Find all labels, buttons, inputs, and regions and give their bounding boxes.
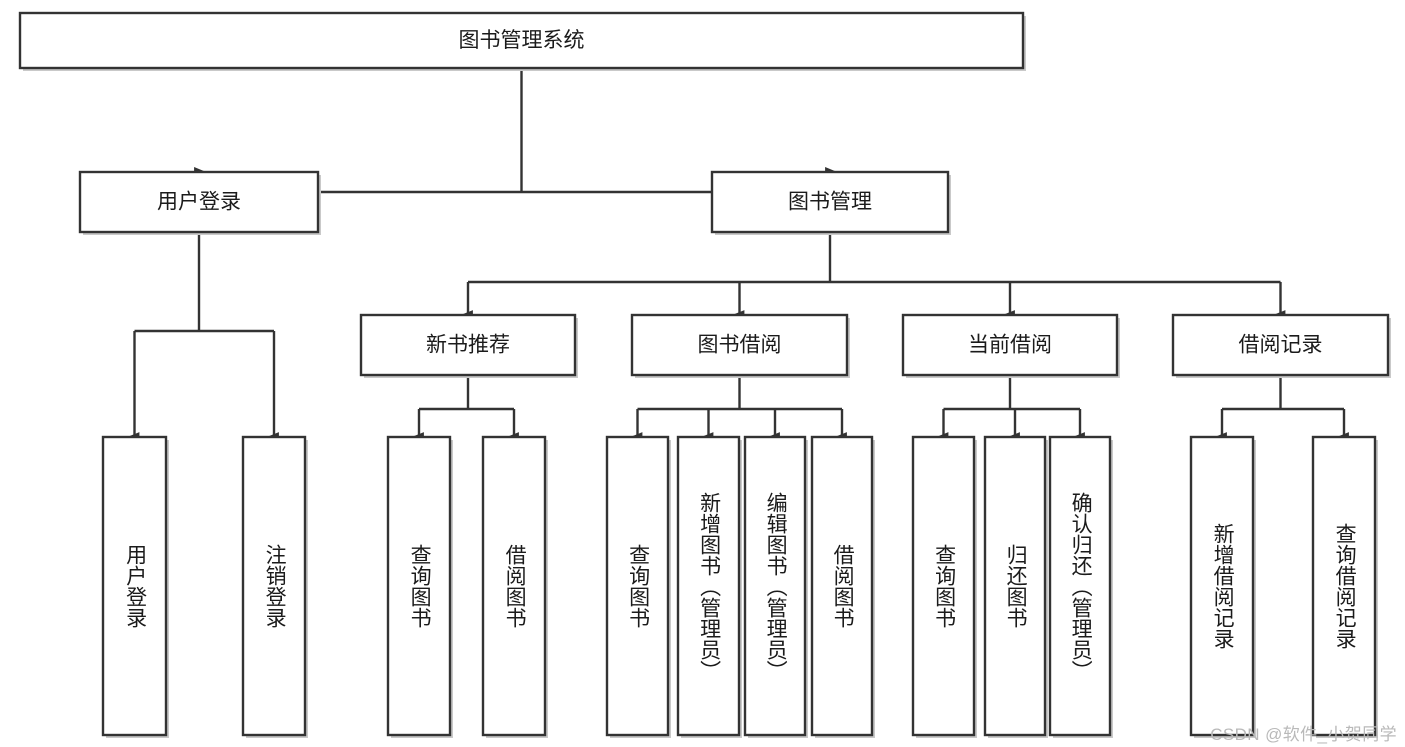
node-box[interactable] xyxy=(1171,313,1390,377)
node-leaf-query-record[interactable] xyxy=(1311,435,1378,738)
node-leaf-logout[interactable] xyxy=(241,435,308,738)
node-label: 图书借阅 xyxy=(698,334,782,357)
node-bookmgmt[interactable]: 图书管理 xyxy=(710,170,951,235)
node-box[interactable] xyxy=(1189,435,1255,737)
node-box[interactable] xyxy=(901,313,1119,377)
node-box[interactable] xyxy=(101,435,168,737)
edge-group-current xyxy=(938,375,1085,441)
node-current[interactable]: 当前借阅 xyxy=(901,313,1120,378)
node-label: 图书管理 xyxy=(788,191,872,214)
node-box[interactable] xyxy=(359,313,577,377)
edge-group-borrow xyxy=(632,375,847,441)
edge-layer xyxy=(129,68,1349,441)
node-newbook[interactable]: 新书推荐 xyxy=(359,313,578,378)
node-box[interactable] xyxy=(386,435,452,737)
node-box[interactable] xyxy=(1048,435,1112,737)
node-leaf-confirm-return[interactable] xyxy=(1048,435,1113,738)
node-label: 当前借阅 xyxy=(968,334,1052,357)
node-leaf-query-book-3[interactable] xyxy=(911,435,977,738)
node-leaf-return-book[interactable] xyxy=(983,435,1048,738)
node-box[interactable] xyxy=(481,435,547,737)
node-record[interactable]: 借阅记录 xyxy=(1171,313,1391,378)
node-leaf-borrow-book-1[interactable] xyxy=(481,435,548,738)
node-leaf-add-book[interactable] xyxy=(676,435,742,738)
node-leaf-add-record[interactable] xyxy=(1189,435,1256,738)
node-box[interactable] xyxy=(676,435,741,737)
node-borrow[interactable]: 图书借阅 xyxy=(630,313,850,378)
node-box[interactable] xyxy=(911,435,976,737)
edge-group-record xyxy=(1217,375,1349,441)
node-box[interactable] xyxy=(78,170,320,234)
node-leaf-query-book-2[interactable] xyxy=(605,435,671,738)
node-box[interactable] xyxy=(605,435,670,737)
edge-group-login xyxy=(129,232,279,441)
node-box[interactable] xyxy=(810,435,874,737)
node-box[interactable] xyxy=(743,435,807,737)
node-root[interactable]: 图书管理系统 xyxy=(18,11,1026,71)
node-leaf-borrow-book-2[interactable] xyxy=(810,435,875,738)
watermark-text: CSDN @软件_小贺同学 xyxy=(1210,725,1397,744)
node-box[interactable] xyxy=(630,313,849,377)
node-label: 图书管理系统 xyxy=(459,29,585,52)
node-leaf-edit-book[interactable] xyxy=(743,435,808,738)
node-login[interactable]: 用户登录 xyxy=(78,170,321,235)
node-label: 新书推荐 xyxy=(426,334,510,357)
node-box[interactable] xyxy=(241,435,307,737)
edge-group-newbook xyxy=(414,375,519,441)
edge-group-bookmgmt xyxy=(463,232,1286,319)
node-leaf-user-login[interactable] xyxy=(101,435,169,738)
node-leaf-query-book-1[interactable] xyxy=(386,435,453,738)
node-label: 用户登录 xyxy=(157,191,241,214)
node-box[interactable] xyxy=(983,435,1047,737)
node-box[interactable] xyxy=(710,170,950,234)
node-label: 借阅记录 xyxy=(1239,334,1323,357)
node-box[interactable] xyxy=(1311,435,1377,737)
node-box[interactable] xyxy=(18,11,1025,70)
